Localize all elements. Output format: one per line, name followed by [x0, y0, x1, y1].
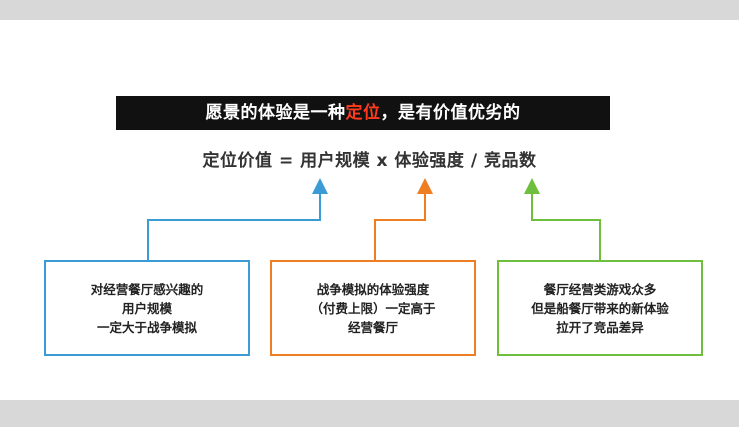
box-line: 拉开了竞品差异: [556, 319, 644, 335]
box-line: 经营餐厅: [347, 319, 398, 335]
connector-lines: [147, 178, 601, 260]
blue-connector: [147, 178, 328, 260]
banner: 愿景的体验是一种定位，是有价值优劣的: [116, 96, 610, 130]
slide: 愿景的体验是一种定位，是有价值优劣的 定位价值 = 用户规模 x 体验强度 / …: [0, 20, 739, 400]
box-line: 但是船餐厅带来的新体验: [531, 300, 669, 316]
competitor-count-box: 餐厅经营类游戏众多 但是船餐厅带来的新体验 拉开了竞品差异: [497, 260, 703, 356]
green-connector: [524, 178, 601, 260]
user-scale-box: 对经营餐厅感兴趣的 用户规模 一定大于战争模拟: [44, 260, 250, 356]
formula: 定位价值 = 用户规模 x 体验强度 / 竞品数: [202, 151, 537, 171]
banner-suffix: ，是有价值优劣的: [380, 103, 521, 123]
box-line: 战争模拟的体验强度: [316, 281, 430, 297]
banner-prefix: 愿景的体验是一种: [205, 103, 346, 123]
orange-connector: [374, 178, 433, 260]
box-line: 用户规模: [121, 300, 172, 316]
experience-intensity-box: 战争模拟的体验强度 （付费上限）一定高于 经营餐厅: [270, 260, 476, 356]
box-line: （付费上限）一定高于: [310, 300, 436, 316]
box-line: 一定大于战争模拟: [96, 319, 197, 335]
box-line: 餐厅经营类游戏众多: [543, 281, 657, 297]
box-line: 对经营餐厅感兴趣的: [90, 281, 204, 297]
banner-highlight: 定位: [345, 103, 381, 123]
